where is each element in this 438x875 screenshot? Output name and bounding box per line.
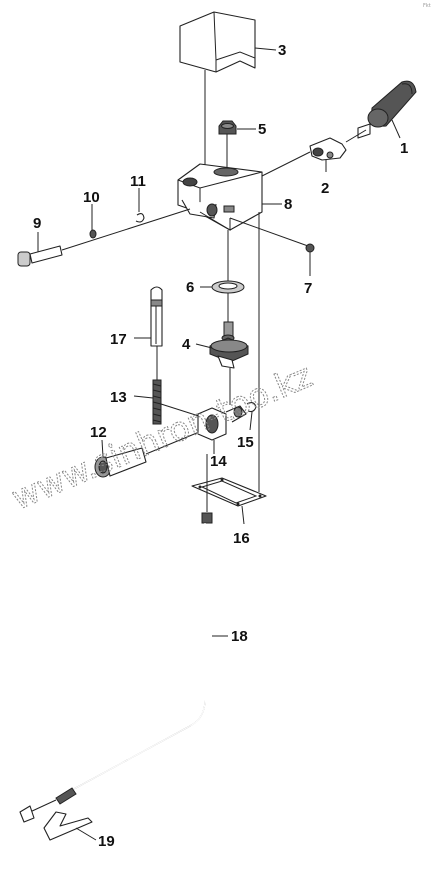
part-number-label-2: 2 (321, 180, 329, 197)
leader-12 (101, 439, 104, 458)
part-number-label-15: 15 (237, 434, 254, 451)
part-o-ring (211, 280, 245, 294)
guide-line-bolt (61, 208, 191, 251)
leader-16 (241, 505, 245, 525)
part-number-label-19: 19 (98, 833, 115, 850)
leader-19 (75, 827, 97, 841)
leader-1 (391, 119, 401, 139)
part-number-label-6: 6 (186, 279, 194, 296)
leader-3 (254, 47, 277, 51)
part-number-label-16: 16 (233, 530, 250, 547)
part-number-label-9: 9 (33, 215, 41, 232)
part-lever-link (309, 137, 347, 161)
corner-mark: Fkt (423, 3, 431, 9)
part-ring (89, 229, 97, 239)
part-number-label-13: 13 (110, 389, 127, 406)
part-number-label-10: 10 (83, 189, 100, 206)
part-shift-arm (197, 405, 247, 454)
part-number-label-14: 14 (210, 453, 227, 470)
part-number-label-7: 7 (304, 280, 312, 297)
part-number-label-4: 4 (182, 336, 191, 353)
part-number-label-18: 18 (231, 628, 248, 645)
part-base-plate (191, 477, 267, 507)
part-stud (150, 286, 163, 347)
part-cable (19, 512, 213, 823)
guide-line-lever (261, 151, 311, 177)
watermark: www.sinhron-too.kz (6, 356, 318, 518)
part-nut (218, 120, 237, 135)
part-pin (94, 447, 147, 478)
part-number-label-12: 12 (90, 424, 107, 441)
part-selector-cam (209, 321, 249, 369)
guide-line-pin (145, 429, 205, 455)
part-number-label-11: 11 (130, 173, 146, 190)
part-threaded-rod (152, 379, 162, 425)
guide-line-ball (229, 217, 309, 247)
part-number-label-1: 1 (400, 140, 408, 157)
part-clip (135, 213, 145, 223)
part-number-label-17: 17 (110, 331, 127, 348)
part-housing (177, 163, 263, 231)
part-bolt-left (17, 245, 63, 267)
part-number-label-8: 8 (284, 196, 292, 213)
part-number-label-5: 5 (258, 121, 266, 138)
part-number-label-3: 3 (278, 42, 286, 59)
leader-13 (133, 395, 154, 399)
leader-4 (195, 343, 213, 349)
part-lever-knob (345, 80, 417, 143)
part-cover (179, 11, 256, 73)
part-bracket (43, 811, 93, 841)
part-ball (305, 243, 315, 253)
leader-15 (249, 411, 253, 431)
part-retaining-clip (246, 401, 257, 413)
